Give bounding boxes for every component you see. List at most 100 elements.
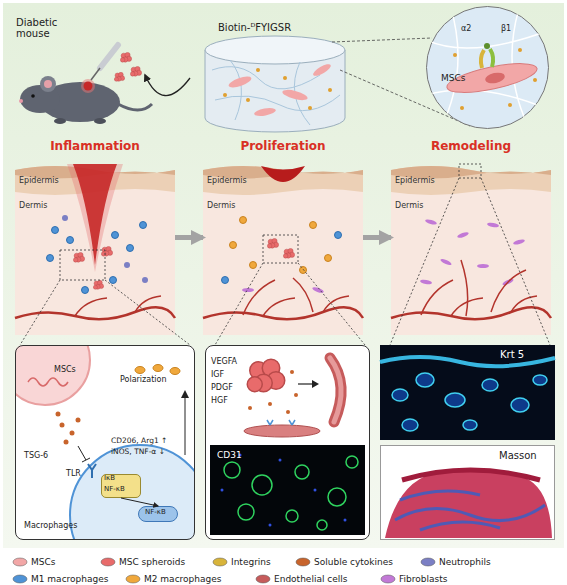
node-label: NF-κB — [104, 486, 125, 494]
legend-text: Soluble cytokines — [314, 557, 393, 567]
skin-proliferation-part — [283, 248, 294, 258]
krt5-micrograph-part-part — [463, 420, 477, 430]
mouse-drawing-part — [40, 76, 56, 92]
krt5-micrograph-part-part — [402, 419, 418, 431]
skin-proliferation-part — [240, 217, 247, 224]
krt5-micrograph-part-part — [392, 389, 408, 401]
legend-item: MSC spheroids — [100, 551, 185, 565]
mouse-drawing-part — [31, 94, 35, 98]
panel-macrophage-drawing-part — [185, 394, 186, 455]
legend-swatch — [381, 575, 395, 583]
panel-macrophage-drawing-part — [153, 365, 163, 372]
legend-item: MSCs — [12, 551, 55, 565]
panel-macrophage-drawing-part-part — [28, 378, 68, 386]
node-label: Dermis — [395, 202, 423, 211]
legend-swatch-frame — [380, 573, 396, 585]
panel-angiogenesis-drawing-part — [247, 359, 285, 392]
panel-angiogenesis-drawing-part — [267, 420, 295, 425]
panel-angiogenesis-drawing-part — [224, 456, 358, 530]
skin-remodeling-part — [459, 164, 481, 178]
legend-swatch-frame — [212, 556, 228, 568]
skin-proliferation-part — [325, 255, 332, 262]
mouse-drawing-part — [94, 118, 106, 124]
node-label: Inflammation — [15, 140, 175, 153]
skin-remodeling-part — [487, 222, 500, 228]
mouse-drawing-part — [44, 80, 52, 88]
zoom-circle-drawing-part-part — [533, 78, 537, 82]
panel-angiogenesis-drawing-part-part — [314, 489, 317, 492]
skin-proliferation-part — [335, 232, 342, 239]
mouse-drawing-part — [54, 118, 66, 124]
skin-remodeling-part — [513, 239, 526, 246]
zoom-panel: MSCsTSG-6PolarizationCD206, Arg1 ↑iNOS, … — [15, 345, 195, 540]
krt5-micrograph — [380, 345, 555, 440]
stage-panel: ProliferationEpidermisDermis — [203, 140, 363, 335]
node-label: Remodeling — [391, 140, 551, 153]
legend-swatch — [421, 558, 435, 566]
skin-remodeling-part — [457, 231, 470, 239]
krt5-micrograph-part-part — [533, 375, 547, 385]
hydrogel-drawing-part — [223, 93, 227, 97]
stage-panel: RemodelingEpidermisDermis — [391, 140, 551, 335]
zoom-circle: α2β1MSCs — [425, 5, 550, 130]
panel-angiogenesis-drawing-part-part — [286, 510, 298, 522]
skin-remodeling-part — [391, 166, 551, 335]
micrograph: Krt 5 — [380, 345, 555, 440]
skin-inflammation-part — [62, 215, 68, 221]
panel-angiogenesis-drawing-part — [330, 358, 341, 422]
skin-proliferation-part — [261, 166, 305, 182]
hydrogel-drawing-part — [227, 74, 252, 90]
hydrogel-drawing-part — [205, 36, 345, 64]
legend-swatch-frame — [100, 556, 116, 568]
skin-proliferation-part — [222, 277, 229, 284]
legend-text: Integrins — [231, 557, 271, 567]
skin-proliferation-part — [267, 238, 278, 248]
node-label: Dermis — [19, 202, 47, 211]
skin-proliferation-part — [312, 286, 325, 294]
panel-angiogenesis-drawing-part — [205, 345, 370, 540]
node-label: Epidermis — [395, 177, 435, 186]
panel-macrophage-drawing-part — [56, 412, 61, 417]
hydrogel-drawing-part — [256, 68, 260, 72]
panel-angiogenesis-drawing-part — [330, 358, 341, 422]
masson-micrograph — [380, 445, 555, 540]
skin-remodeling-part — [421, 260, 526, 316]
protein-oval: NF-κB — [138, 506, 178, 522]
skin-proliferation — [203, 166, 363, 335]
skin-proliferation-part — [230, 242, 237, 249]
panel-macrophage-drawing-part — [135, 367, 145, 374]
zoom-circle-drawing-part-part — [426, 5, 550, 130]
legend-text: MSCs — [31, 557, 55, 567]
node-label: PDGF — [211, 384, 233, 393]
mouse-drawing — [19, 45, 152, 124]
masson-micrograph-part — [380, 445, 555, 540]
zoom-circle-drawing-part-part — [484, 43, 490, 49]
hydrogel-drawing-part — [328, 88, 332, 92]
legend-item: Endothelial cells — [255, 568, 347, 582]
hydrogel-drawing-part — [283, 76, 287, 80]
node-label: Proliferation — [203, 140, 363, 153]
hydrogel-drawing-part — [254, 107, 277, 118]
node-label: Krt 5 — [500, 349, 524, 360]
leader-lines-part — [20, 280, 60, 345]
panel-macrophage-drawing-part-part — [15, 345, 90, 405]
skin-inflammation-part — [110, 277, 117, 284]
legend-swatch-frame — [295, 556, 311, 568]
zoom-circle-drawing-part — [427, 7, 549, 129]
skin-inflammation-part — [140, 222, 147, 229]
krt5-micrograph-part-part — [445, 393, 465, 407]
mouse-drawing-part — [100, 45, 118, 68]
node-label: TSG-6 — [24, 452, 48, 461]
zoom-circle-drawing — [426, 5, 550, 130]
skin-inflammation-part — [52, 227, 59, 234]
micrograph: CD31 — [211, 446, 366, 536]
mouse-drawing-part — [118, 104, 152, 110]
legend-text: MSC spheroids — [119, 557, 185, 567]
legend-swatch-frame — [12, 556, 28, 568]
skin-proliferation-part — [203, 166, 363, 335]
node-label: CD31 — [217, 450, 242, 460]
panel-angiogenesis-drawing-part — [290, 370, 294, 374]
skin-inflammation-part — [101, 246, 112, 256]
legend-text: Neutrophils — [439, 557, 491, 567]
panel-angiogenesis-drawing-part — [221, 454, 347, 527]
